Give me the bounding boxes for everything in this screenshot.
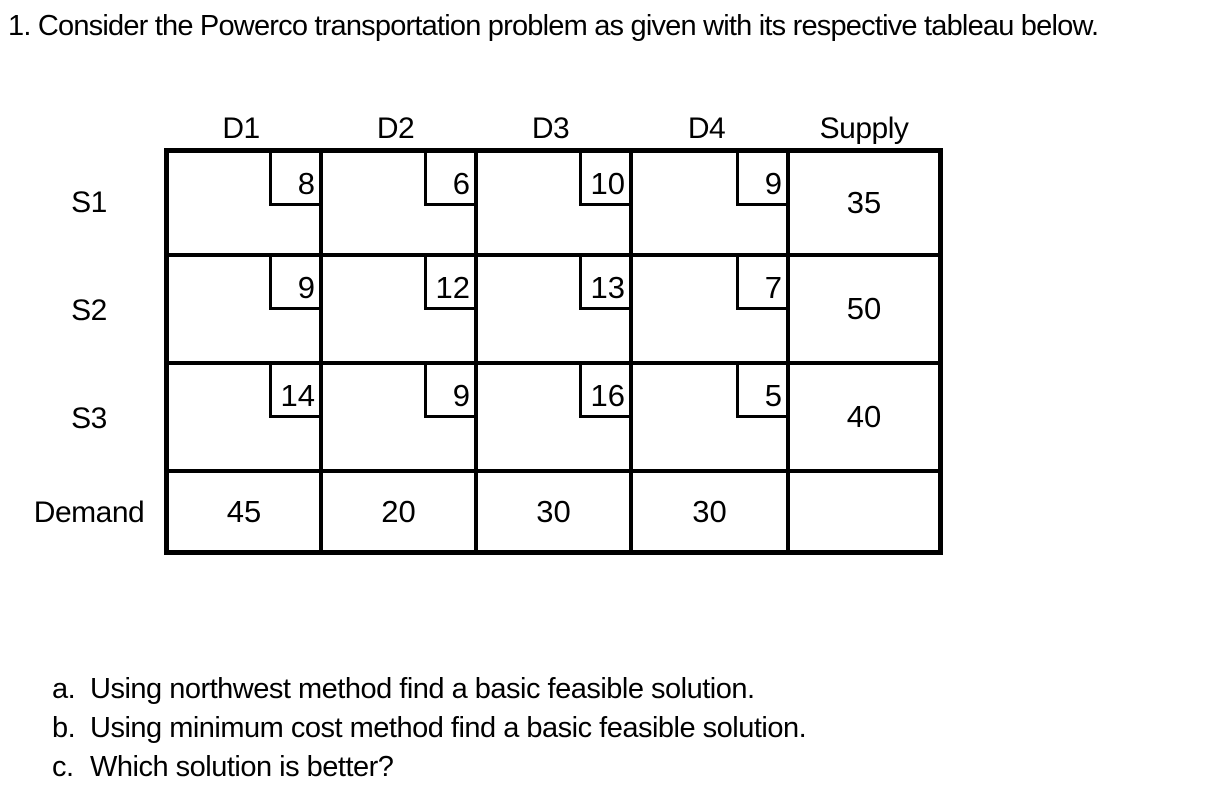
demand-value: 45 [226,493,262,529]
cost-cell-s3-d1: 14 [169,365,323,473]
demand-cell-d4: 30 [633,473,790,550]
cost-cell-s1-d3: 10 [478,153,633,257]
cost-value: 5 [736,365,786,418]
question-marker: a. [52,673,76,705]
question-b: b. Using minimum cost method find a basi… [52,709,807,748]
cost-value: 7 [736,257,786,310]
cost-value: 14 [269,365,319,418]
cost-cell-s2-d1: 9 [169,257,323,365]
supply-cell-s1: 35 [790,153,938,257]
cost-cell-s3-d2: 9 [323,365,478,473]
cost-cell-s3-d3: 16 [478,365,633,473]
empty-corner-cell [790,473,938,550]
transportation-tableau: 8 6 10 9 35 9 12 13 7 50 14 9 16 5 40 [164,148,943,555]
cost-cell-s2-d4: 7 [633,257,790,365]
supply-cell-s2: 50 [790,257,938,365]
row-label-demand: Demand [33,496,145,529]
cost-value: 9 [736,153,786,206]
question-text: Which solution is better? [90,751,394,783]
cost-value: 13 [579,257,629,310]
problem-title: 1. Consider the Powerco transportation p… [8,10,1099,42]
row-label-s1: S1 [71,185,107,219]
supply-cell-s3: 40 [790,365,938,473]
cost-value: 9 [269,257,319,310]
demand-cell-d2: 20 [323,473,478,550]
questions-list: a. Using northwest method find a basic f… [52,670,807,787]
tableau-column-headers: D1 D2 D3 D4 Supply [164,108,943,146]
question-text: Using minimum cost method find a basic f… [90,712,807,744]
cost-value: 10 [579,153,629,206]
col-header-d2: D2 [376,112,415,145]
demand-cell-d3: 30 [478,473,633,550]
cost-cell-s1-d2: 6 [323,153,478,257]
col-header-d4: D4 [687,112,726,145]
question-a: a. Using northwest method find a basic f… [52,670,806,709]
supply-value: 50 [846,291,882,326]
cost-cell-s2-d3: 13 [478,257,633,365]
question-marker: b. [52,712,76,744]
row-label-s2: S2 [71,294,107,327]
cost-value: 9 [424,365,474,418]
demand-cell-d1: 45 [169,473,323,550]
demand-value: 30 [536,493,571,529]
supply-value: 35 [846,185,882,220]
row-label-s3: S3 [71,402,107,435]
supply-value: 40 [846,399,882,434]
cost-value: 12 [424,257,474,310]
cost-value: 8 [269,153,319,206]
col-header-d1: D1 [222,112,260,145]
cost-cell-s2-d2: 12 [323,257,478,365]
cost-cell-s1-d1: 8 [169,153,323,257]
question-c: c. Which solution is better? [52,748,806,787]
cost-value: 16 [579,365,629,418]
question-marker: c. [52,751,74,783]
cost-cell-s3-d4: 5 [633,365,790,473]
col-header-d3: D3 [531,112,570,145]
cost-cell-s1-d4: 9 [633,153,790,257]
col-header-supply: Supply [819,112,909,145]
demand-value: 20 [381,493,416,529]
question-text: Using northwest method find a basic feas… [90,673,755,705]
demand-value: 30 [692,493,727,529]
cost-value: 6 [424,153,474,206]
